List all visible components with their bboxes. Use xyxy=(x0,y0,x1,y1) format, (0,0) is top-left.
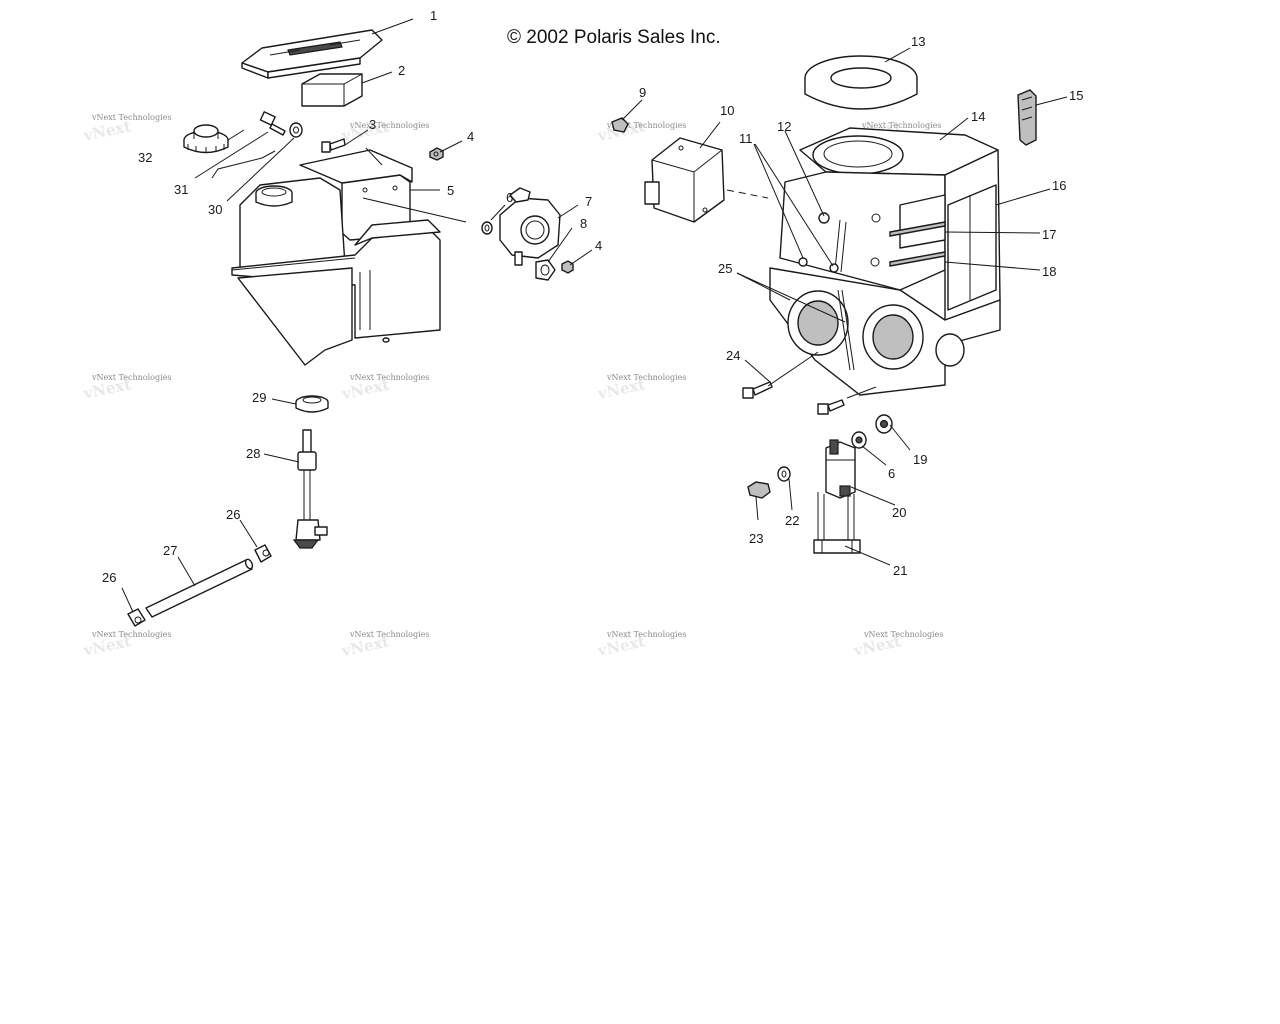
callout-25: 25 xyxy=(718,261,732,276)
callout-4: 4 xyxy=(467,129,474,144)
callout-18: 18 xyxy=(1042,264,1056,279)
part-nut-upper xyxy=(429,147,444,161)
callout-16: 16 xyxy=(1052,178,1066,193)
callout-30: 30 xyxy=(208,202,222,217)
copyright-notice: © 2002 Polaris Sales Inc. xyxy=(507,27,721,48)
callout-32: 32 xyxy=(138,150,152,165)
part-hose-fitting-upper xyxy=(254,544,272,563)
part-bolt-lower xyxy=(817,399,845,415)
part-oil-pump xyxy=(499,187,561,266)
watermark-text: vNext Technologies xyxy=(91,373,171,382)
callout-22: 22 xyxy=(785,513,799,528)
callout-numbers: 1 2 3 4 5 6 7 8 4 32 31 30 29 28 26 27 2… xyxy=(102,8,1083,585)
part-latch xyxy=(1017,89,1037,146)
part-tank-grommet xyxy=(295,395,329,413)
callout-20: 20 xyxy=(892,505,906,520)
watermark-text: vNext Technologies xyxy=(606,630,686,639)
part-cdi-module xyxy=(644,137,725,223)
dashed-leader xyxy=(726,189,769,199)
watermark-text: vNext Technologies xyxy=(349,373,429,382)
callout-14: 14 xyxy=(971,109,985,124)
callout-26: 26 xyxy=(226,507,240,522)
part-airbox xyxy=(769,127,1001,396)
part-clamp xyxy=(535,259,556,281)
callout-3: 3 xyxy=(369,117,376,132)
callout-11: 11 xyxy=(739,131,753,146)
watermark-text: vNext Technologies xyxy=(349,630,429,639)
part-flange-bolt xyxy=(747,481,771,499)
callout-26: 26 xyxy=(102,570,116,585)
part-bolt xyxy=(259,111,286,136)
callout-24: 24 xyxy=(726,348,740,363)
part-hose-fitting-lower xyxy=(127,608,146,627)
part-grommet xyxy=(481,221,493,235)
callout-15: 15 xyxy=(1069,88,1083,103)
part-ignition-coil xyxy=(817,439,856,540)
callout-1: 1 xyxy=(430,8,437,23)
callout-13: 13 xyxy=(911,34,925,49)
callout-10: 10 xyxy=(720,103,734,118)
callout-31: 31 xyxy=(174,182,188,197)
part-nut-lower xyxy=(561,260,574,274)
watermark-text: vNext Technologies xyxy=(863,630,943,639)
callout-27: 27 xyxy=(163,543,177,558)
part-block xyxy=(301,73,363,107)
part-screw xyxy=(321,138,346,153)
part-oil-level-sensor xyxy=(292,429,328,549)
part-bolt-upper xyxy=(742,381,773,399)
watermark-text: vNext Technologies xyxy=(861,121,941,130)
part-mount-grommet xyxy=(875,414,893,434)
callout-28: 28 xyxy=(246,446,260,461)
watermark-text: vNext Technologies xyxy=(606,373,686,382)
part-oil-tank xyxy=(231,149,441,366)
part-flat-washer xyxy=(777,466,791,482)
watermark-text: vNext Technologies xyxy=(91,630,171,639)
callout-6: 6 xyxy=(506,190,513,205)
callout-7: 7 xyxy=(585,194,592,209)
part-washer xyxy=(289,122,303,138)
callout-5: 5 xyxy=(447,183,454,198)
callout-21: 21 xyxy=(893,563,907,578)
callout-9: 9 xyxy=(639,85,646,100)
callout-8: 8 xyxy=(580,216,587,231)
part-foam-filter xyxy=(804,55,918,110)
part-clip xyxy=(611,117,629,133)
callout-12: 12 xyxy=(777,119,791,134)
part-oil-hose xyxy=(145,558,254,618)
part-filler-cap xyxy=(183,124,229,154)
callout-6: 6 xyxy=(888,466,895,481)
part-top-cover xyxy=(241,29,383,79)
part-airbox-grommet xyxy=(851,431,867,449)
watermark-text: vNext Technologies xyxy=(606,121,686,130)
part-strap xyxy=(813,539,861,554)
leader-lines xyxy=(121,18,1068,613)
watermark-text: vNext Technologies xyxy=(349,121,429,130)
callout-17: 17 xyxy=(1042,227,1056,242)
callout-2: 2 xyxy=(398,63,405,78)
callout-19: 19 xyxy=(913,452,927,467)
callout-23: 23 xyxy=(749,531,763,546)
callout-4: 4 xyxy=(595,238,602,253)
watermark-text: vNext Technologies xyxy=(91,113,171,122)
callout-29: 29 xyxy=(252,390,266,405)
